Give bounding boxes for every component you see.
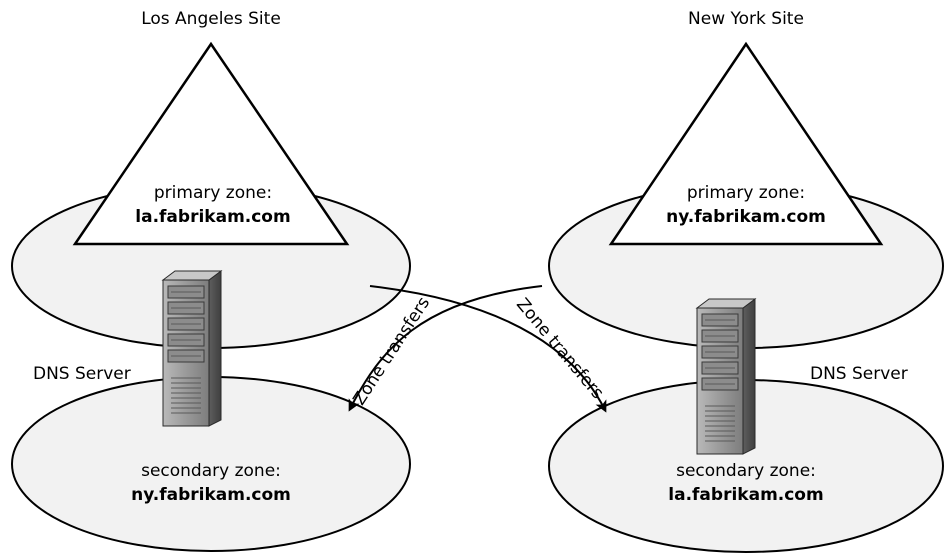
ny-site-title: New York Site xyxy=(688,9,804,29)
ny-primary-zone-label: primary zone: xyxy=(687,183,805,203)
la-dns-server-label: DNS Server xyxy=(33,364,131,384)
la-primary-zone-label: primary zone: xyxy=(154,183,272,203)
server-tower-icon xyxy=(162,270,222,427)
ny-primary-zone-name: ny.fabrikam.com xyxy=(666,207,826,227)
ny-secondary-zone-label: secondary zone: xyxy=(676,461,816,481)
zone-transfer-arrow-la-to-ny xyxy=(369,285,607,413)
ny-dns-server-label: DNS Server xyxy=(810,364,908,384)
ny-secondary-zone-name: la.fabrikam.com xyxy=(668,485,823,505)
server-tower-icon xyxy=(696,298,756,455)
la-site-title: Los Angeles Site xyxy=(141,9,281,29)
ny-site-triangle xyxy=(608,41,884,246)
la-secondary-zone-name: ny.fabrikam.com xyxy=(131,485,291,505)
la-site-triangle xyxy=(72,41,350,246)
zone-transfer-arrow-ny-to-la xyxy=(348,285,543,412)
la-primary-zone-name: la.fabrikam.com xyxy=(135,207,290,227)
la-secondary-zone-label: secondary zone: xyxy=(141,461,281,481)
